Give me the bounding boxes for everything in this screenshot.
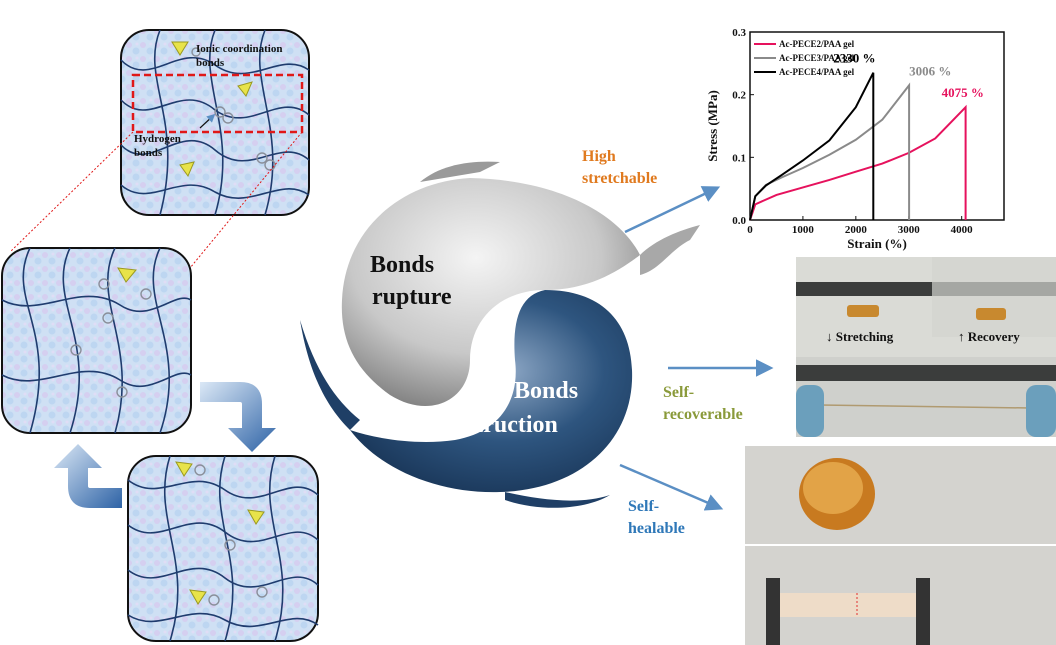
- series-end-label: 4075 %: [942, 85, 984, 100]
- network-panel-top: [120, 29, 310, 216]
- cycle-arrow-down-icon: [200, 382, 276, 452]
- x-tick-label: 4000: [951, 224, 974, 236]
- bonds-reconstruction-line1: Bonds: [514, 378, 579, 404]
- property-recoverable-line1: Self-: [663, 384, 695, 401]
- series-end-label: 2330 %: [833, 51, 875, 66]
- yin-yang-graphic: [300, 161, 700, 508]
- cycle-arrow-up-icon: [54, 444, 122, 508]
- property-high-line1: High: [582, 148, 616, 165]
- arrow-to-healing-photo: [619, 463, 724, 511]
- property-healable-line2: healable: [628, 520, 685, 537]
- series-line: [749, 72, 875, 221]
- y-tick-label: 0.2: [732, 90, 746, 102]
- stretching-label: ↓ Stretching: [826, 329, 894, 344]
- y-tick-label: 0.0: [732, 215, 746, 227]
- legend-entry: Ac-PECE3/PAA gel: [779, 53, 855, 63]
- bonds-rupture-line2: rupture: [372, 284, 452, 310]
- y-axis-label: Stress (MPa): [705, 90, 720, 162]
- zoom-lines: [9, 131, 303, 269]
- series-end-label: 3006 %: [909, 63, 951, 78]
- ionic-node-icon: [179, 161, 195, 178]
- ionic-node-icon: [237, 81, 253, 97]
- network-panel-left: [1, 247, 192, 434]
- hydrogen-bonds-label: Hydrogen bonds: [134, 133, 181, 159]
- arrow-to-chart: [624, 186, 721, 234]
- x-tick-label: 3000: [898, 224, 921, 236]
- x-tick-label: 1000: [792, 224, 815, 236]
- series-line: [749, 104, 967, 221]
- property-healable-line1: Self-: [628, 498, 660, 515]
- chart-plot-frame: [749, 31, 1005, 221]
- y-tick-label: 0.1: [732, 152, 746, 164]
- stretch-recovery-photo: [796, 257, 1056, 437]
- legend-entry: Ac-PECE4/PAA gel: [779, 67, 855, 77]
- recovery-label: ↑ Recovery: [958, 329, 1020, 344]
- x-axis-label: Strain (%): [847, 236, 907, 251]
- ionic-bonds-label: Ionic coordination bonds: [196, 43, 283, 69]
- x-tick-label: 0: [747, 224, 753, 236]
- network-panel-bottom: [127, 455, 319, 642]
- x-tick-label: 2000: [845, 224, 868, 236]
- y-tick-label: 0.3: [732, 27, 746, 39]
- property-high-line2: stretchable: [582, 170, 658, 187]
- bonds-rupture-line1: Bonds: [370, 252, 435, 278]
- self-healing-photo: [745, 446, 1056, 645]
- property-recoverable-line2: recoverable: [663, 406, 743, 423]
- bonds-reconstruction-line2: reconstruction: [409, 412, 558, 438]
- legend-entry: Ac-PECE2/PAA gel: [779, 39, 855, 49]
- ionic-node-icon: [171, 41, 189, 56]
